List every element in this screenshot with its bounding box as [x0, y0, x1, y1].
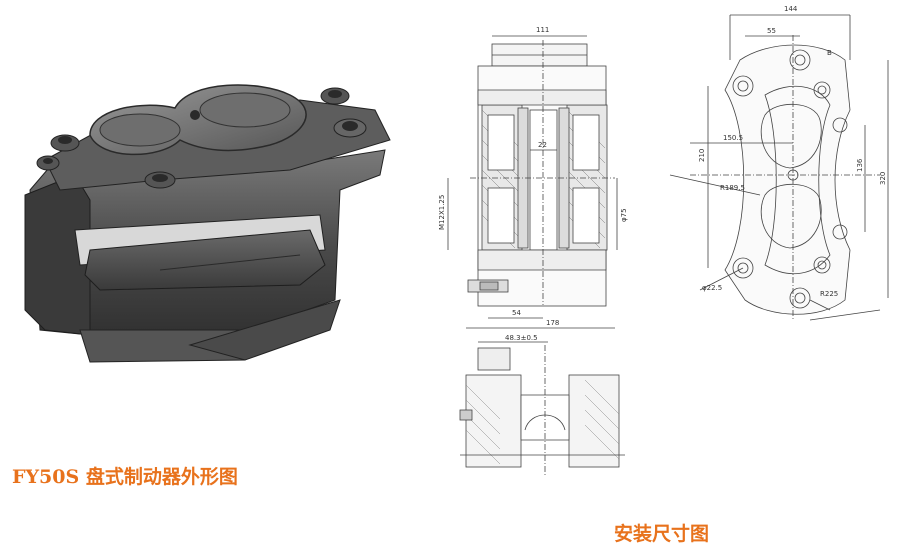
- caption-exterior: FY50S 盘式制动器外形图: [12, 466, 238, 488]
- dim-hole-dia: φ22.5: [702, 284, 722, 292]
- dim-overall-width: 144: [784, 5, 798, 13]
- dim-len-54: 54: [512, 309, 521, 317]
- dim-piston-dia: φ75: [620, 208, 628, 222]
- dim-height-210: 210: [698, 149, 706, 162]
- dim-radius-189: R189.5: [720, 184, 745, 192]
- dim-radius-150: 150.5: [723, 134, 743, 142]
- dim-height-136: 136: [856, 158, 864, 172]
- dim-label-b: B: [827, 49, 832, 57]
- dim-height-320: 320: [879, 172, 887, 185]
- dim-thread: M12X1.25: [438, 195, 446, 230]
- dim-len-178: 178: [546, 319, 559, 327]
- caption-install: 安装尺寸图: [614, 523, 710, 545]
- dim-radius-225: R225: [820, 290, 838, 298]
- dim-offset: 55: [767, 27, 776, 35]
- dim-top-width: 111: [536, 26, 549, 34]
- dim-side-width: 48.3±0.5: [505, 334, 538, 342]
- dim-gap: 22: [538, 141, 547, 149]
